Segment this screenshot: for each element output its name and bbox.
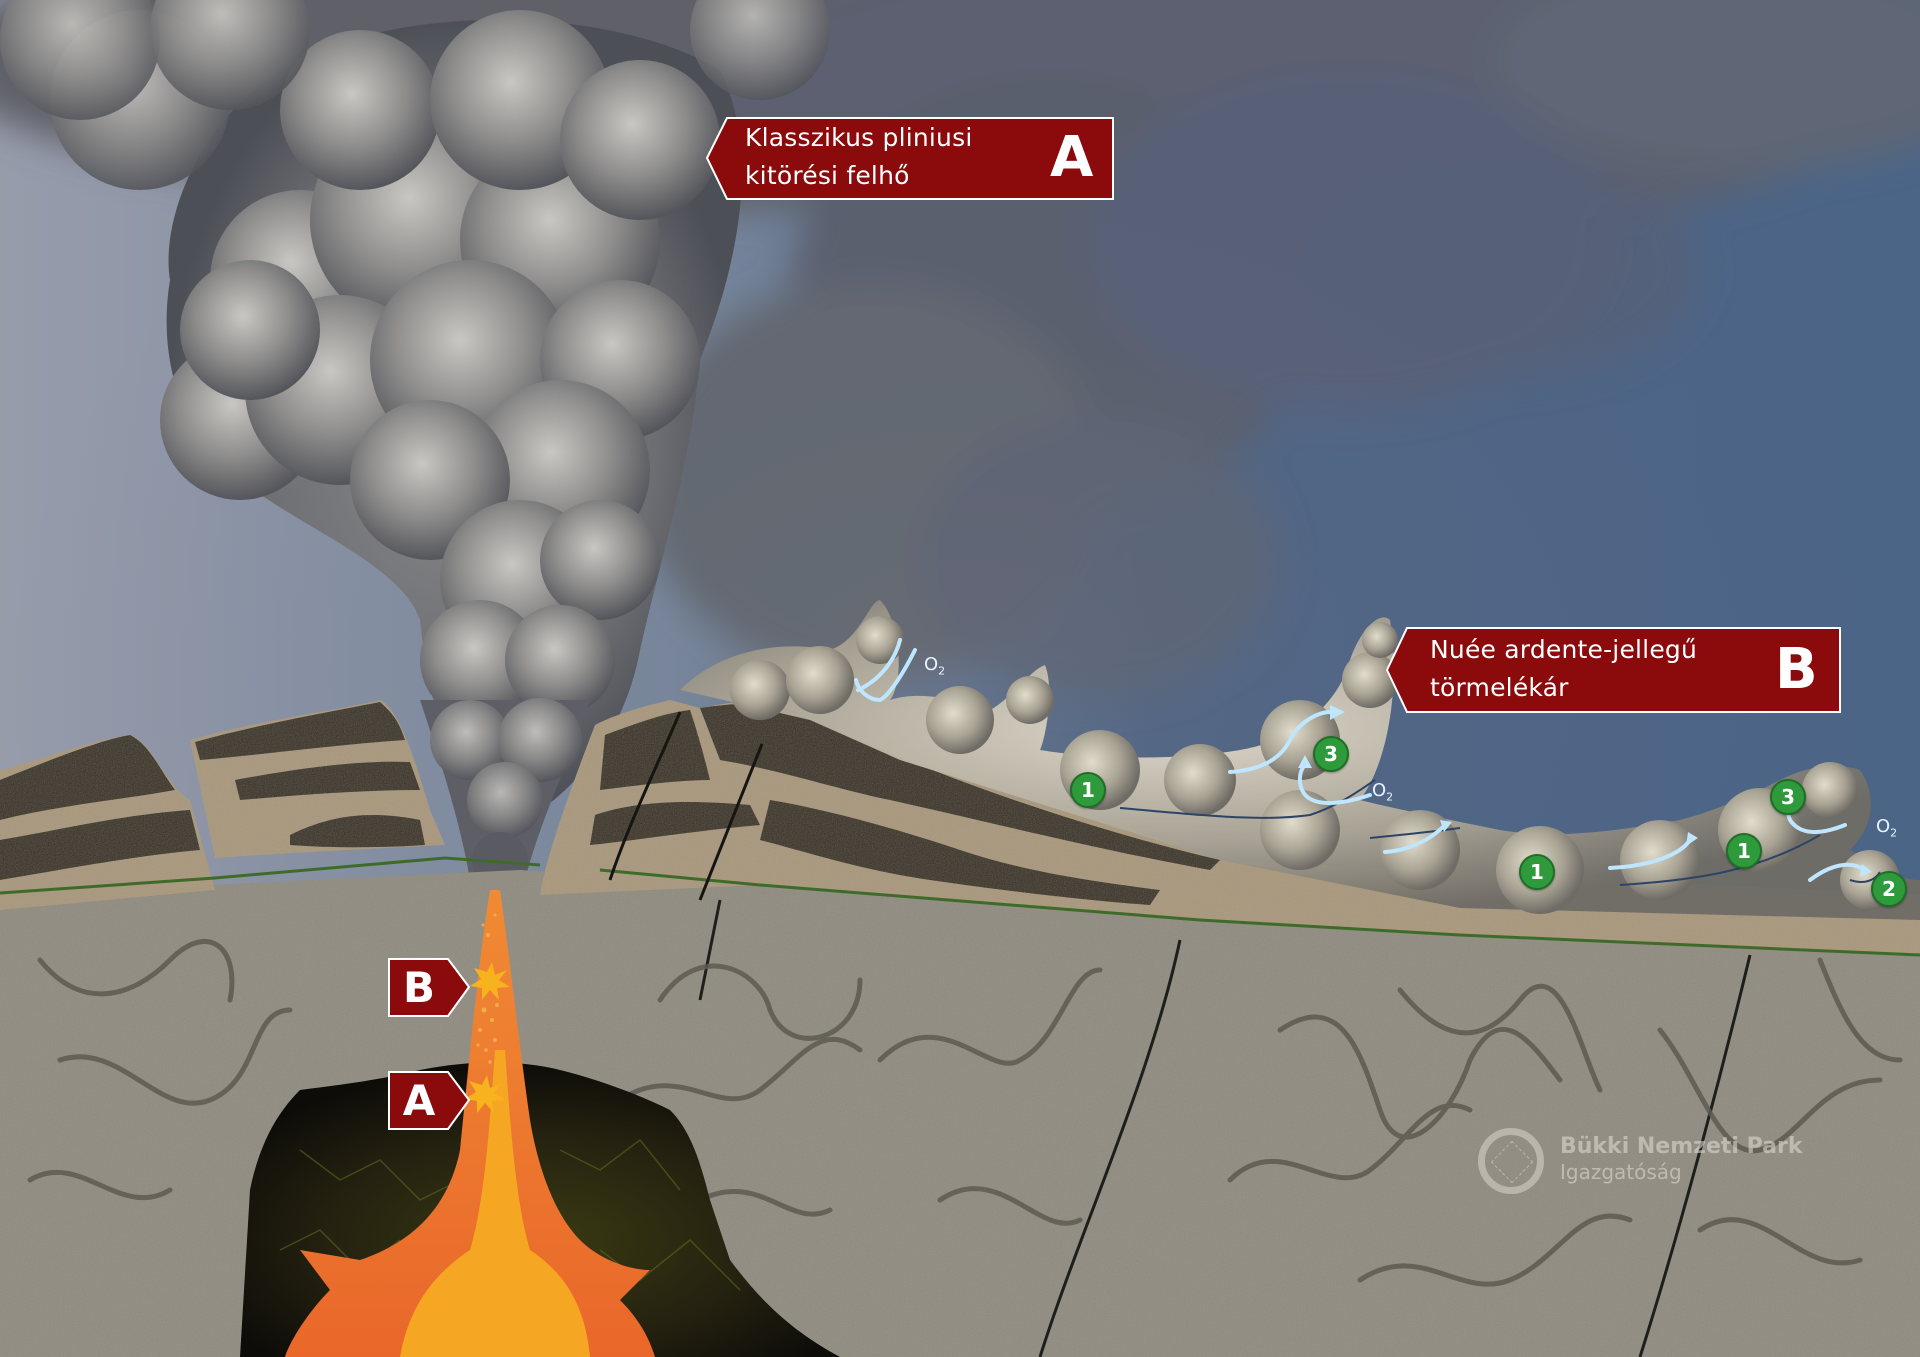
callout-a-line1: Klasszikus pliniusi: [745, 123, 973, 152]
plinian-column: [0, 0, 830, 960]
magma-conduit: [285, 890, 655, 1357]
callout-a-line2: kitörési felhő: [745, 161, 910, 190]
bukk-national-park-logo: Bükki Nemzeti Park Igazgatóság: [1478, 1124, 1802, 1208]
conduit-marker-b: B: [388, 958, 470, 1017]
oxygen-label: O2: [1372, 780, 1394, 804]
callout-b-background: [1385, 627, 1841, 713]
pyroclastic-flow: [680, 600, 1920, 920]
flow-badge-3: 3: [1313, 736, 1349, 772]
oxygen-label: O2: [1876, 816, 1898, 840]
bedrock-folds: [27, 939, 1903, 1287]
flow-badge-1: 1: [1519, 854, 1555, 890]
conduit-marker-a-letter: A: [402, 1076, 436, 1125]
callout-b-line2: törmelékár: [1430, 673, 1569, 702]
logo-subtitle: Igazgatóság: [1560, 1160, 1682, 1184]
callout-a-background: [705, 117, 1114, 200]
fault-lines: [698, 899, 1752, 1357]
eruption-burst-b: [470, 962, 510, 1000]
logo-name: Bükki Nemzeti Park: [1560, 1134, 1803, 1159]
logo-emblem-icon: [1478, 1128, 1544, 1194]
conduit-marker-b-letter: B: [402, 963, 435, 1012]
callout-a-plinian-cloud: Klasszikus pliniusi kitörési felhő A: [705, 116, 1115, 201]
oxygen-label: O2: [924, 654, 946, 678]
callout-a-letter: A: [1050, 125, 1094, 190]
flow-badge-1: 1: [1070, 772, 1106, 808]
callout-b-letter: B: [1775, 637, 1818, 702]
eruption-burst-a: [465, 1075, 505, 1113]
flow-badge-2: 2: [1871, 871, 1907, 907]
flow-badge-3: 3: [1770, 779, 1806, 815]
callout-b-nuee-ardente: Nuée ardente-jellegű törmelékár B: [1385, 626, 1842, 714]
flow-badge-1: 1: [1726, 833, 1762, 869]
conduit-marker-a: A: [388, 1071, 470, 1130]
callout-b-line1: Nuée ardente-jellegű: [1430, 635, 1698, 664]
